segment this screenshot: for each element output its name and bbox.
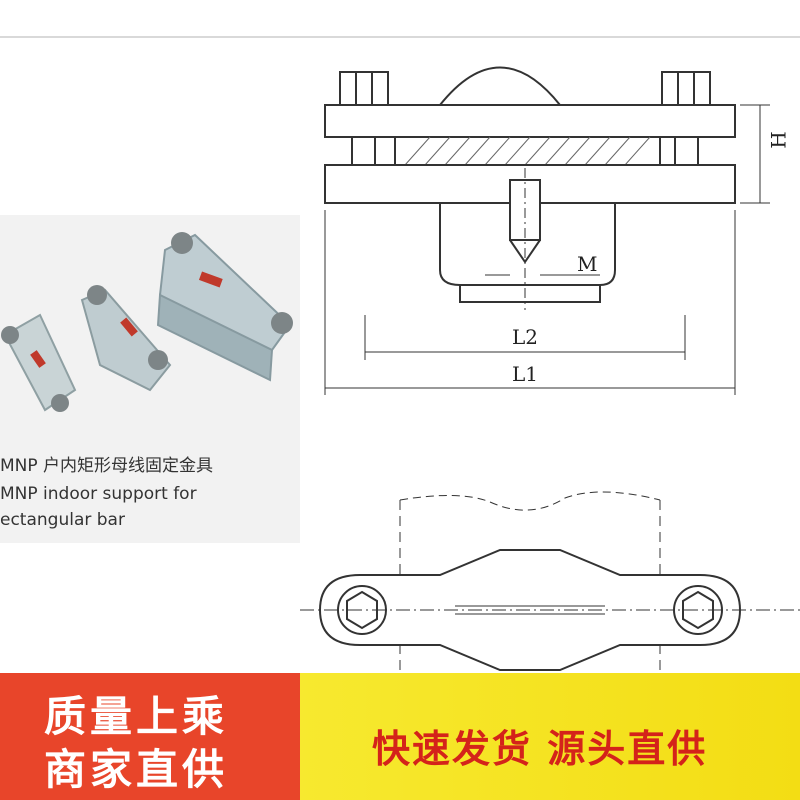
product-photo [1, 232, 293, 412]
clamp-large [156, 232, 293, 382]
top-divider [0, 36, 800, 38]
photo-caption-en-line1: MNP indoor support for [0, 484, 197, 504]
banner-left-line1: 质量上乘 [44, 692, 229, 741]
photo-caption-cn: MNP 户内矩形母线固定金具 [0, 456, 214, 476]
dim-label-h: H [766, 131, 791, 149]
clamp-small [1, 313, 77, 412]
dim-label-l2: L2 [512, 325, 539, 349]
banner-left [0, 673, 300, 800]
technical-drawing [300, 66, 800, 680]
clamp-medium [80, 285, 172, 392]
photo-caption-en-line2: ectangular bar [0, 510, 125, 530]
dim-label-m: M [577, 252, 598, 276]
side-view [324, 66, 770, 395]
dim-label-l1: L1 [512, 362, 539, 386]
banner-right-text: 快速发货 源头直供 [372, 727, 708, 771]
top-view [300, 491, 800, 680]
banner-right [300, 673, 800, 800]
banner-left-line2: 商家直供 [44, 745, 229, 794]
